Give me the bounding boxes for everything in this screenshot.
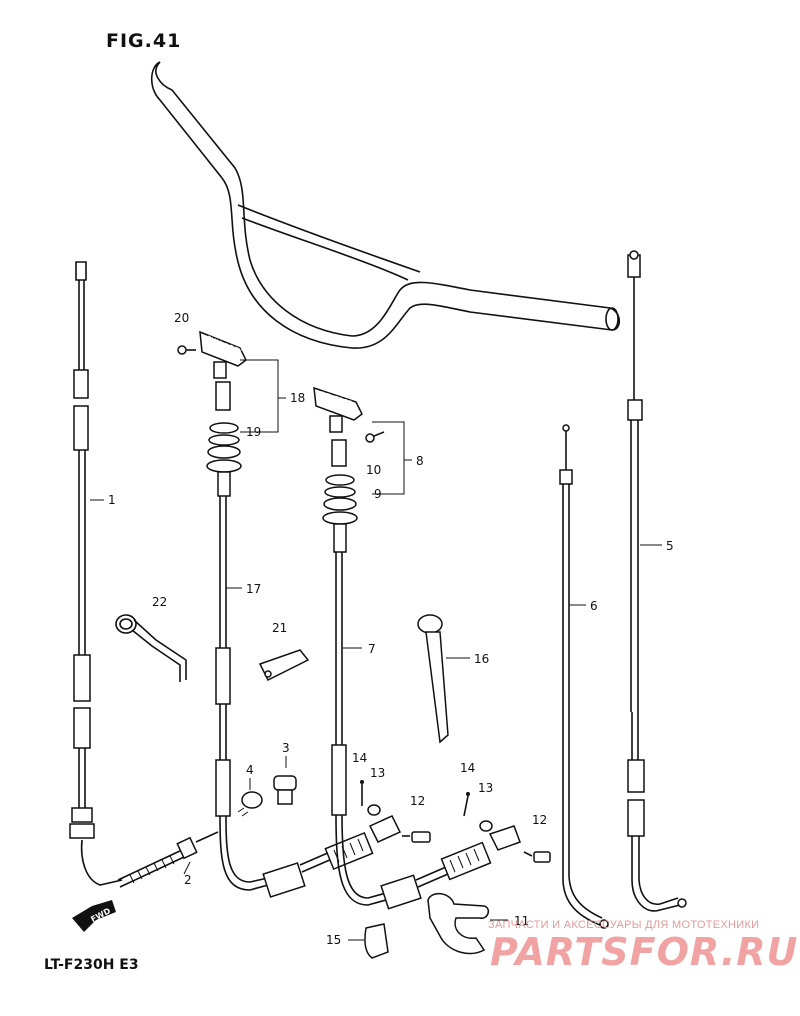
callout-9: 9 <box>374 487 382 501</box>
watermark-logo: PARTSFOR.RU <box>490 930 799 974</box>
callout-18: 18 <box>290 391 305 405</box>
part-22-spring <box>115 614 187 682</box>
fwd-arrow <box>72 900 116 932</box>
cable-6 <box>559 424 609 929</box>
leader-lines <box>90 359 662 941</box>
callout-20: 20 <box>174 311 189 325</box>
callout-6: 6 <box>590 599 598 613</box>
cable-2 <box>117 831 219 888</box>
callout-14b: 14 <box>460 761 475 775</box>
part-4-nut <box>237 791 263 817</box>
callout-12a: 12 <box>410 794 425 808</box>
callout-4: 4 <box>246 763 254 777</box>
callout-17: 17 <box>246 582 261 596</box>
callout-7: 7 <box>368 642 376 656</box>
callout-13b: 13 <box>478 781 493 795</box>
callout-13a: 13 <box>370 766 385 780</box>
part-12-bolt-a <box>402 831 431 843</box>
callout-14a: 14 <box>352 751 367 765</box>
callout-5: 5 <box>666 539 674 553</box>
figure-title: FIG.41 <box>106 30 182 52</box>
watermark-caption: ЗАПЧАСТИ И АКСЕССУАРЫ ДЛЯ МОТОТЕХНИКИ <box>488 919 760 931</box>
part-11-bracket <box>427 892 490 955</box>
part-10-screw <box>365 431 385 443</box>
part-14-pin-b <box>463 792 470 817</box>
callout-22: 22 <box>152 595 167 609</box>
part-21-plate <box>258 649 310 682</box>
part-13-washer-b <box>479 820 493 832</box>
part-13-washer-a <box>367 804 381 816</box>
cable-17 <box>199 330 402 898</box>
cable-7 <box>313 386 521 910</box>
callout-2: 2 <box>184 873 192 887</box>
part-12-bolt-b <box>523 851 551 863</box>
callouts: 1 2 3 4 5 6 7 8 9 10 11 12 12 13 13 14 1… <box>108 311 674 947</box>
part-3-bolt <box>273 775 297 805</box>
callout-11: 11 <box>514 914 529 928</box>
callout-12b: 12 <box>532 813 547 827</box>
callout-16: 16 <box>474 652 489 666</box>
model-code: LT-F230H E3 <box>44 957 139 973</box>
cable-5 <box>627 250 687 912</box>
callout-3: 3 <box>282 741 290 755</box>
callout-15: 15 <box>326 933 341 947</box>
callout-10: 10 <box>366 463 381 477</box>
cable-1 <box>69 261 123 886</box>
part-16-strap <box>417 614 449 744</box>
callout-19: 19 <box>246 425 261 439</box>
handlebar <box>150 61 621 349</box>
callout-8: 8 <box>416 454 424 468</box>
part-15-clamp <box>364 923 389 959</box>
part-14-pin-a <box>360 780 364 806</box>
callout-21: 21 <box>272 621 287 635</box>
callout-1: 1 <box>108 493 116 507</box>
part-20-screw <box>177 345 196 355</box>
